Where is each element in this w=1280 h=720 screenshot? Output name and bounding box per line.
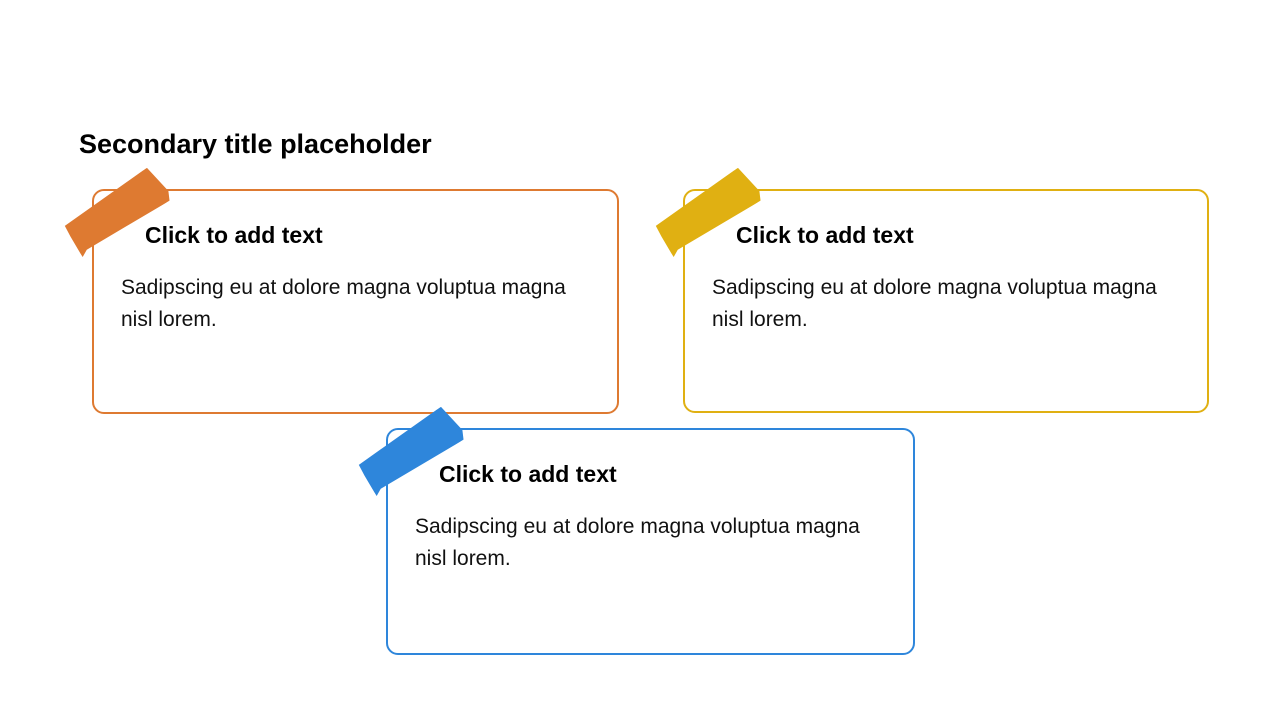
card-yellow[interactable]: Click to add text Sadipscing eu at dolor… (683, 189, 1209, 413)
card-body-text[interactable]: Sadipscing eu at dolore magna voluptua m… (121, 276, 566, 331)
card-heading-placeholder[interactable]: Click to add text (145, 222, 323, 248)
card-body-text[interactable]: Sadipscing eu at dolore magna voluptua m… (712, 276, 1157, 331)
card-heading-placeholder[interactable]: Click to add text (736, 222, 914, 248)
card-blue[interactable]: Click to add text Sadipscing eu at dolor… (386, 428, 915, 655)
card-orange[interactable]: Click to add text Sadipscing eu at dolor… (92, 189, 619, 414)
card-body-text[interactable]: Sadipscing eu at dolore magna voluptua m… (415, 515, 860, 570)
slide-title[interactable]: Secondary title placeholder (79, 129, 432, 159)
card-heading-placeholder[interactable]: Click to add text (439, 461, 617, 487)
